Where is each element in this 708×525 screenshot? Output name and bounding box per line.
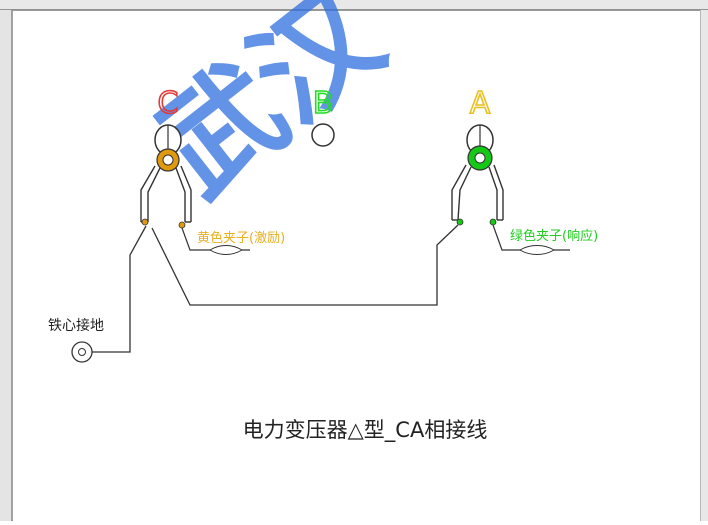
- frame-left-rail: [0, 10, 12, 521]
- green-clip-label: 绿色夹子(响应): [510, 228, 598, 244]
- frame-right-rail: [700, 10, 708, 521]
- phase-b-label: B: [313, 86, 334, 121]
- yellow-clip-label: 黄色夹子(激励): [197, 230, 285, 246]
- green-clip: [451, 124, 570, 255]
- connecting-wire: [151, 224, 459, 306]
- yellow-clip: [140, 124, 250, 255]
- terminal-b: [311, 123, 335, 147]
- phase-c-label: C: [158, 86, 179, 121]
- ground-label: 铁心接地: [48, 317, 104, 334]
- ground-wire: [92, 225, 147, 353]
- ground-terminal: [71, 341, 93, 363]
- drawing-area: [13, 11, 700, 521]
- phase-a-label: A: [470, 86, 491, 121]
- frame-top-bar: [0, 0, 708, 10]
- diagram-title: 电力变压器△型_CA相接线: [243, 418, 488, 443]
